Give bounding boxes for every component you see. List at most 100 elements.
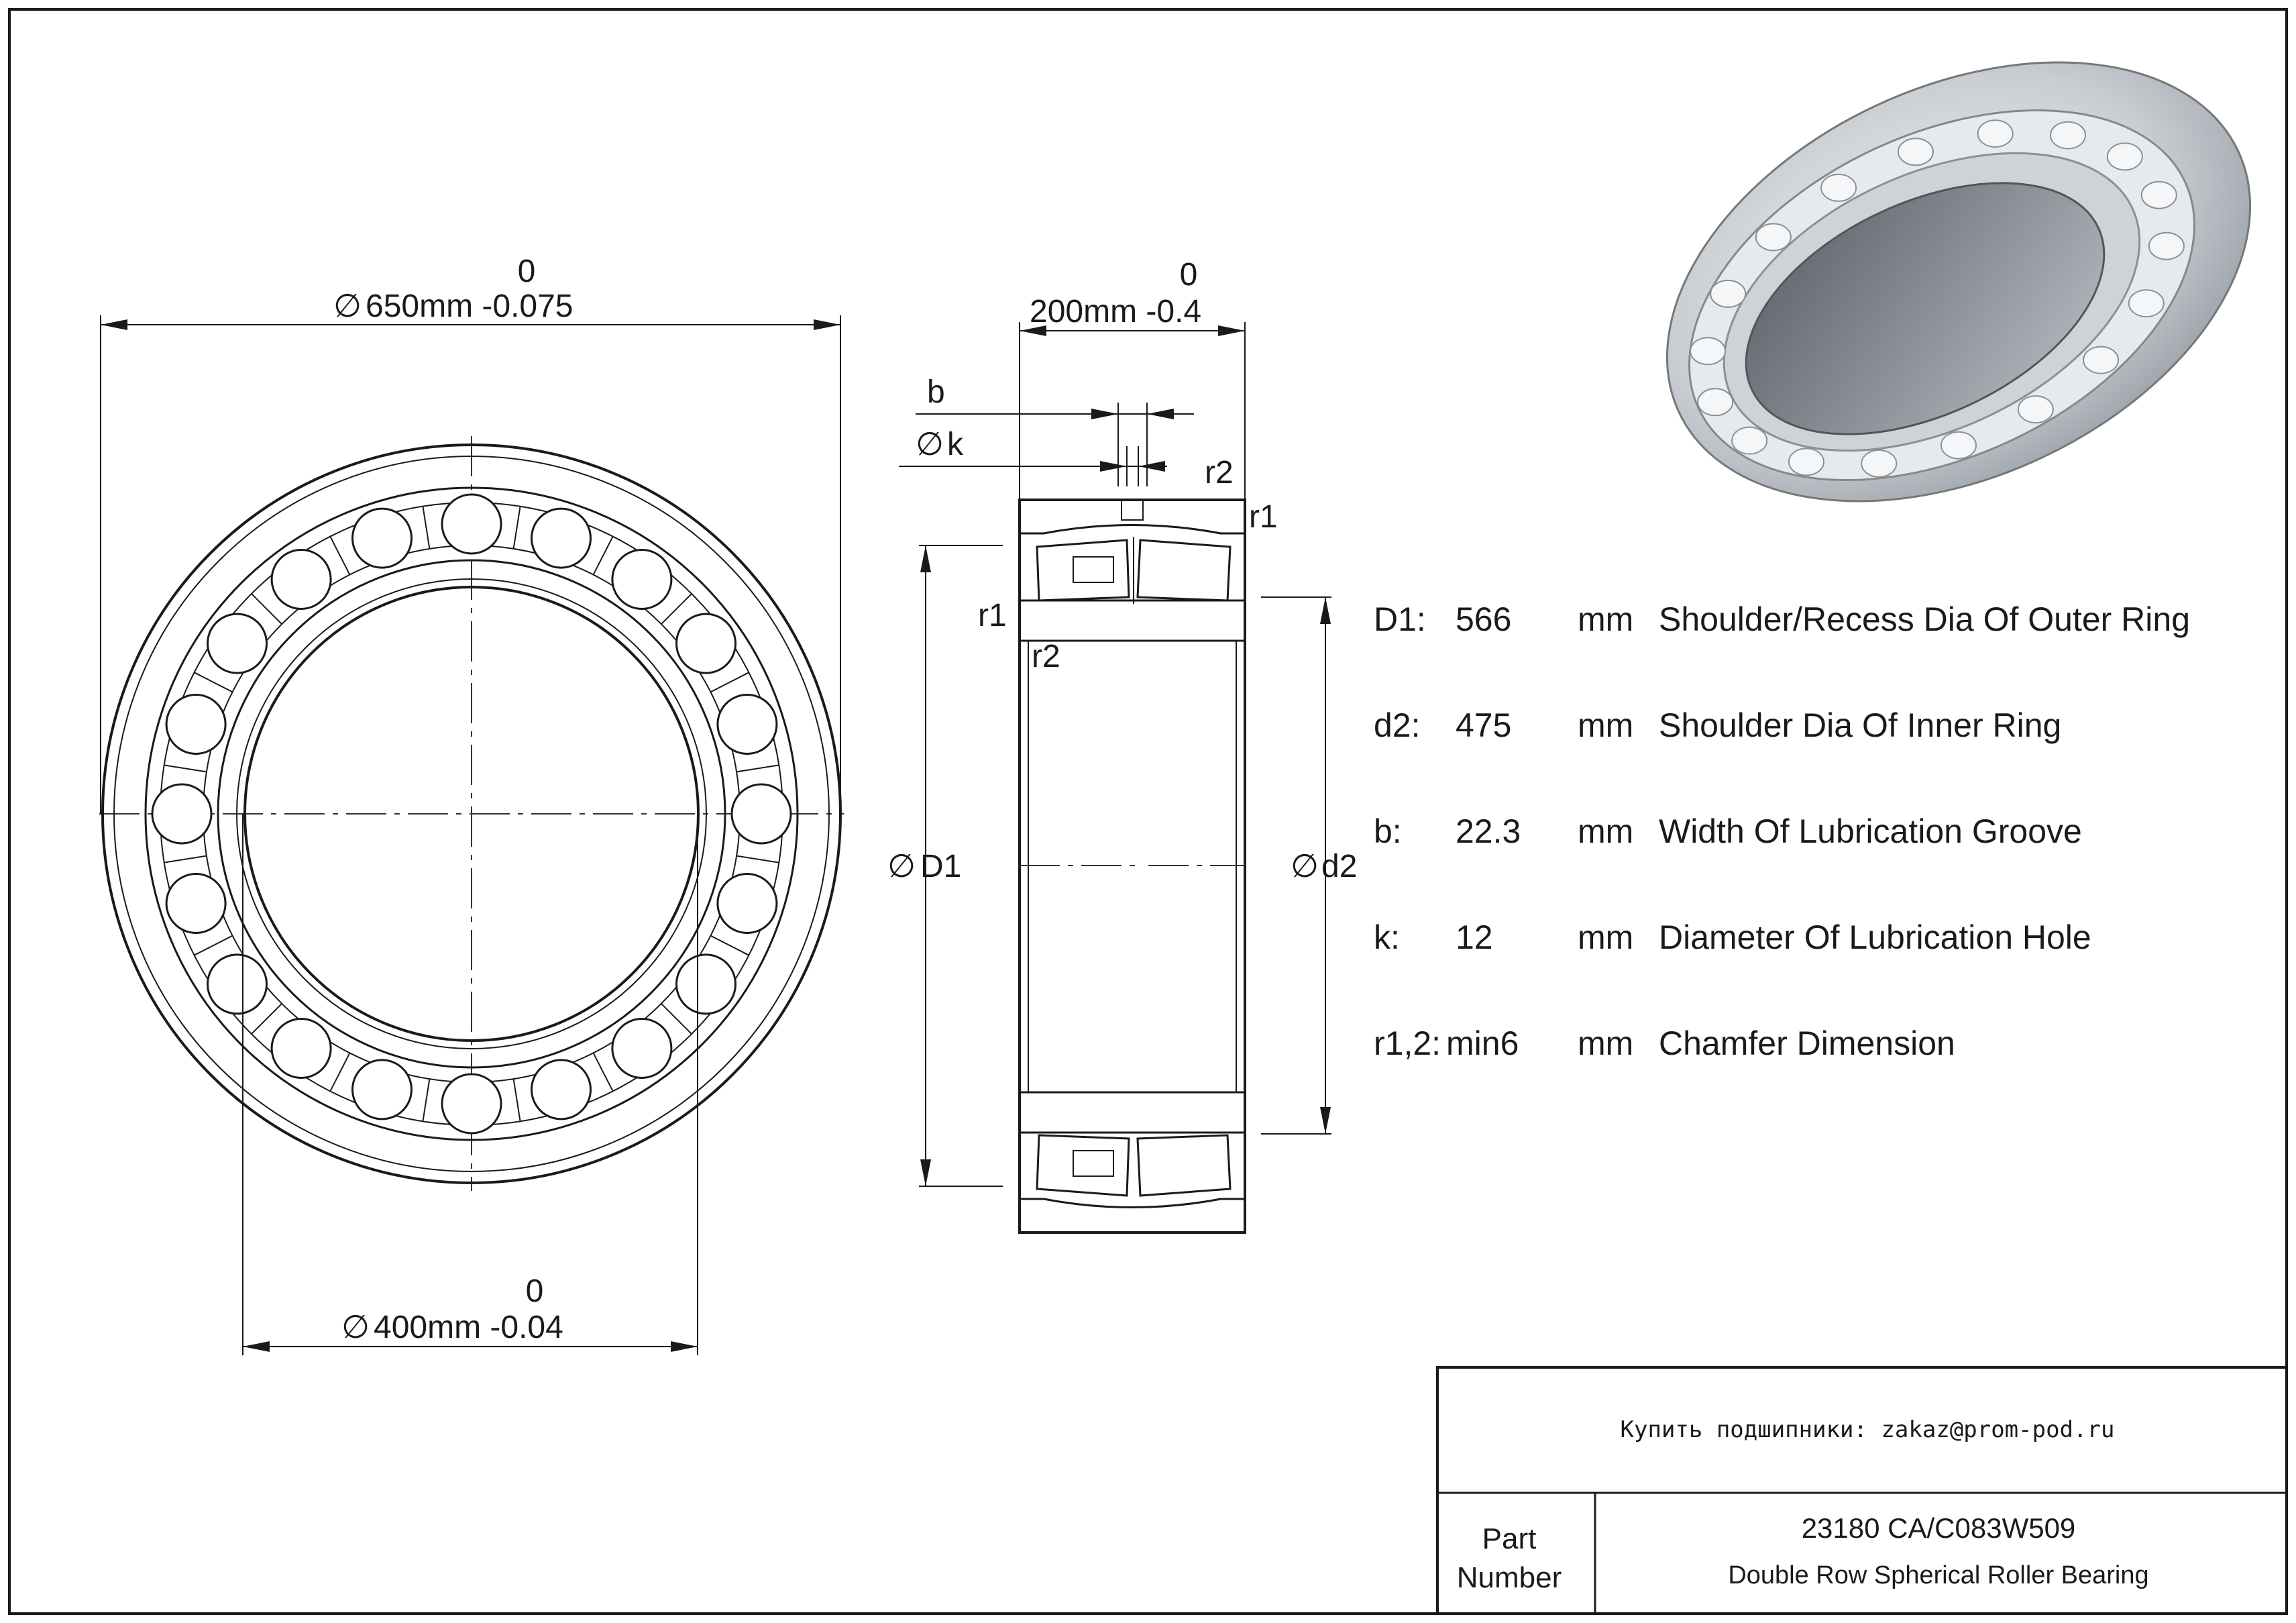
roller bbox=[270, 1018, 332, 1079]
cage-bar bbox=[592, 536, 614, 576]
iso-roller bbox=[1755, 223, 1792, 252]
drawing-border bbox=[8, 8, 2288, 1615]
spec-key: b: bbox=[1374, 813, 1402, 850]
r1-top-label: r1 bbox=[1249, 499, 1278, 535]
spec-value: 12 bbox=[1456, 919, 1493, 956]
cage-bar bbox=[710, 935, 749, 956]
front-view bbox=[99, 315, 844, 1355]
cage-bar bbox=[251, 593, 282, 625]
roller bbox=[151, 783, 213, 845]
outer-dia-label: 650mm -0.075 bbox=[366, 289, 573, 324]
cage-bar bbox=[661, 1003, 692, 1035]
roller bbox=[441, 1073, 502, 1135]
k-label: k bbox=[947, 427, 964, 462]
iso-roller bbox=[2128, 289, 2165, 318]
roller bbox=[165, 873, 227, 934]
spec-unit: mm bbox=[1578, 1025, 1633, 1062]
cage-bar bbox=[710, 672, 749, 693]
contact-text: Купить подшипники: zakaz@prom-pod.ru bbox=[1621, 1416, 2115, 1443]
cage-bar bbox=[592, 1052, 614, 1092]
r2-top-label: r2 bbox=[1205, 455, 1234, 490]
inner-dia-tolerance-upper: 0 bbox=[526, 1273, 544, 1309]
spec-key: k: bbox=[1374, 919, 1400, 956]
bearing-3d-image bbox=[1665, 61, 2252, 503]
roller bbox=[441, 493, 502, 555]
roller bbox=[270, 549, 332, 610]
outer-dia-symbol: ∅ bbox=[333, 289, 362, 324]
cage-bar bbox=[661, 593, 692, 625]
spec-desc: Diameter Of Lubrication Hole bbox=[1659, 919, 2091, 956]
width-label: 200mm -0.4 bbox=[1030, 294, 1201, 329]
rollers bbox=[151, 493, 792, 1135]
spec-desc: Shoulder/Recess Dia Of Outer Ring bbox=[1659, 600, 2190, 638]
spec-value: min6 bbox=[1446, 1025, 1519, 1062]
d2-symbol: ∅ bbox=[1291, 849, 1319, 884]
iso-roller bbox=[1898, 138, 1934, 166]
width-tolerance-upper: 0 bbox=[1180, 257, 1198, 293]
inner-dia-symbol: ∅ bbox=[341, 1310, 370, 1345]
cage-bar bbox=[736, 764, 779, 773]
roller bbox=[351, 507, 413, 569]
roller bbox=[716, 873, 778, 934]
k-symbol: ∅ bbox=[916, 427, 944, 462]
iso-roller bbox=[1788, 448, 1824, 476]
spec-key: r1,2: bbox=[1374, 1025, 1441, 1062]
spec-value: 566 bbox=[1456, 600, 1511, 638]
roller bbox=[531, 1059, 592, 1120]
iso-roller bbox=[1940, 431, 1977, 460]
roller bbox=[207, 953, 268, 1015]
roller bbox=[730, 783, 792, 845]
b-label: b bbox=[927, 374, 945, 410]
cage-bar bbox=[194, 672, 233, 693]
spec-desc: Shoulder Dia Of Inner Ring bbox=[1659, 706, 2061, 744]
D1-symbol: ∅ bbox=[887, 849, 916, 884]
cage-bar bbox=[164, 764, 207, 773]
part-number: 23180 CA/C083W509 bbox=[1802, 1512, 2076, 1544]
title-block bbox=[1436, 1366, 2288, 1615]
cage-bar bbox=[512, 1078, 521, 1122]
spec-desc: Chamfer Dimension bbox=[1659, 1025, 1955, 1062]
iso-roller bbox=[2140, 180, 2177, 209]
cage-bar bbox=[329, 536, 351, 576]
spec-desc: Width Of Lubrication Groove bbox=[1659, 813, 2082, 850]
iso-roller bbox=[1977, 119, 2014, 148]
d2-label: d2 bbox=[1321, 849, 1357, 884]
iso-roller bbox=[1690, 337, 1727, 366]
iso-roller bbox=[1820, 173, 1857, 202]
cage-bar bbox=[422, 506, 431, 549]
roller bbox=[675, 613, 736, 674]
r2-left-label: r2 bbox=[1032, 639, 1060, 674]
cage-bar bbox=[164, 855, 207, 863]
cage-bar bbox=[194, 935, 233, 956]
section-view bbox=[899, 322, 1331, 1234]
D1-label: D1 bbox=[920, 849, 961, 884]
part-label-1: Part bbox=[1482, 1522, 1537, 1555]
roller bbox=[165, 694, 227, 755]
spec-key: D1: bbox=[1374, 600, 1426, 638]
part-label-2: Number bbox=[1457, 1561, 1562, 1594]
roller bbox=[351, 1059, 413, 1120]
iso-roller bbox=[2148, 231, 2185, 260]
iso-roller bbox=[2017, 395, 2054, 424]
roller bbox=[716, 694, 778, 755]
spec-value: 475 bbox=[1456, 706, 1511, 744]
outer-dia-tolerance-upper: 0 bbox=[518, 254, 536, 289]
specs-table: D1: 566 mm Shoulder/Recess Dia Of Outer Rin… bbox=[1374, 600, 2190, 1062]
spec-key: d2: bbox=[1374, 706, 1421, 744]
roller bbox=[611, 549, 673, 610]
r1-left-label: r1 bbox=[978, 598, 1007, 633]
cage-bar bbox=[422, 1078, 431, 1122]
cage-bar bbox=[736, 855, 779, 863]
iso-roller bbox=[1861, 449, 1898, 478]
spec-unit: mm bbox=[1578, 813, 1633, 850]
spec-unit: mm bbox=[1578, 706, 1633, 744]
spec-unit: mm bbox=[1578, 919, 1633, 956]
spec-value: 22.3 bbox=[1456, 813, 1521, 850]
cage-bar bbox=[329, 1052, 351, 1092]
roller bbox=[675, 953, 736, 1015]
part-description: Double Row Spherical Roller Bearing bbox=[1728, 1561, 2148, 1589]
inner-dia-label: 400mm -0.04 bbox=[374, 1310, 563, 1345]
roller bbox=[531, 507, 592, 569]
iso-roller bbox=[1697, 388, 1734, 417]
